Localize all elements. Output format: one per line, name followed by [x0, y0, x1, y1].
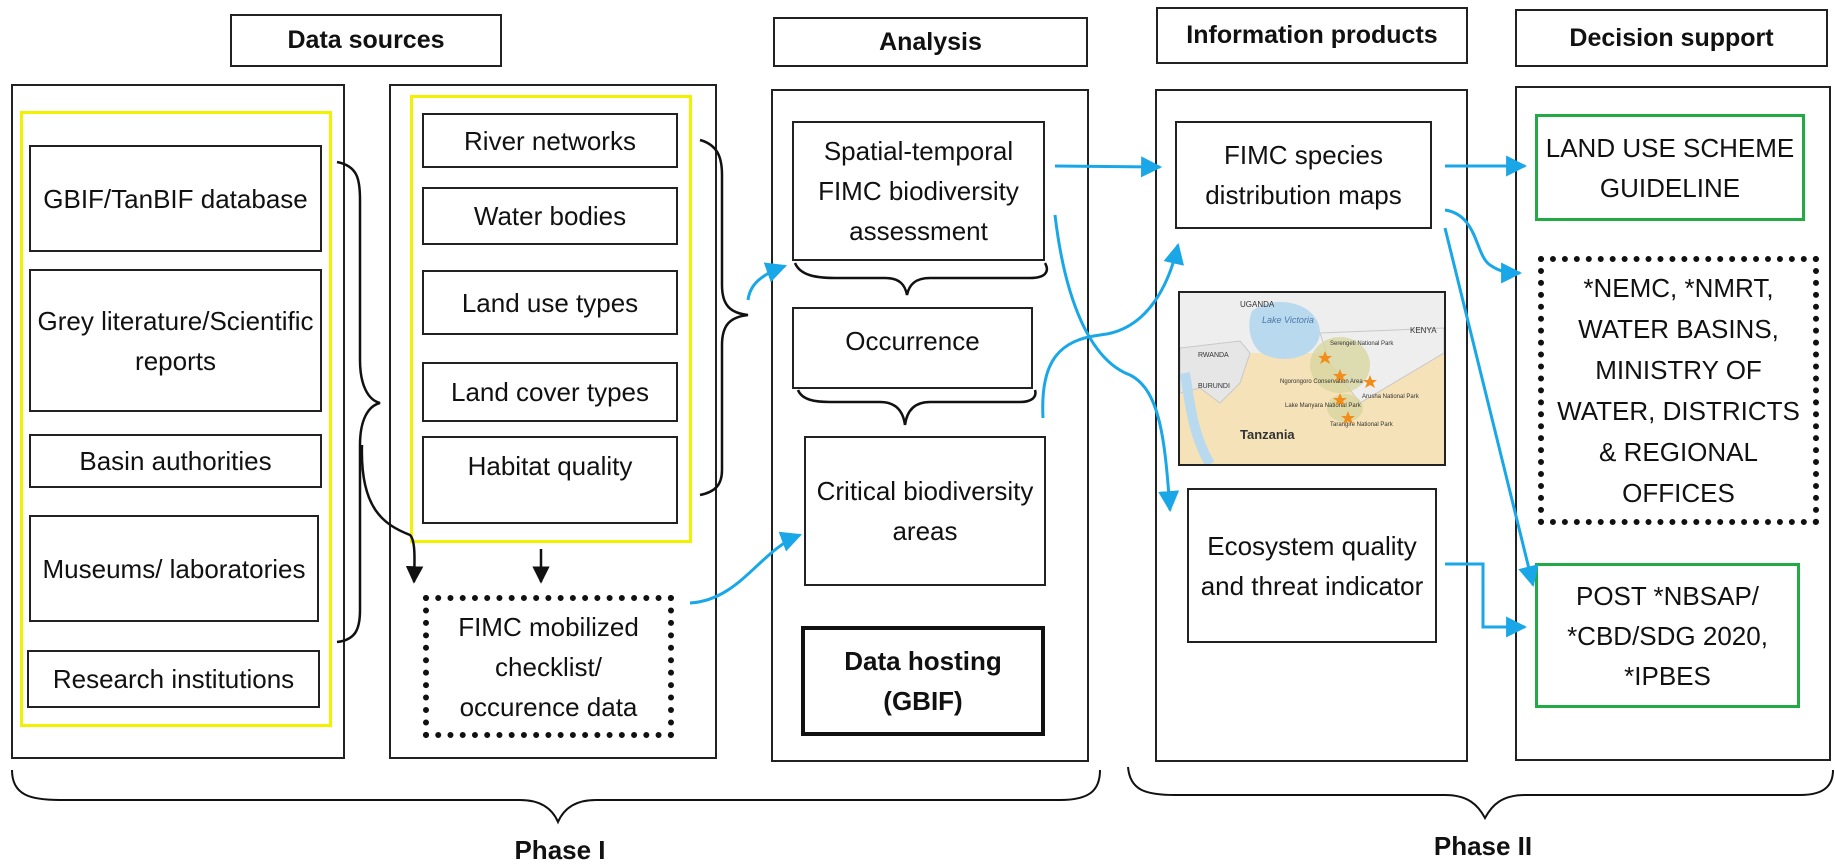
source-river-networks: River networks: [422, 113, 678, 168]
map-label-burundi: BURUNDI: [1198, 383, 1230, 390]
decision-land-use-guideline: LAND USE SCHEME GUIDELINE: [1535, 114, 1805, 221]
analysis-assessment: Spatial-temporal FIMC biodiversity asses…: [792, 121, 1045, 261]
header-data-sources: Data sources: [230, 14, 502, 67]
product-distribution-maps: FIMC species distribution maps: [1175, 121, 1432, 229]
source-land-use-types: Land use types: [422, 270, 678, 335]
map-label-uganda: UGANDA: [1240, 300, 1275, 309]
phase-two-brace: [1127, 766, 1834, 821]
map-label-tarangire: Tarangire National Park: [1330, 422, 1394, 428]
group-sources-right: [410, 95, 692, 543]
map-label-lake: Lake Victoria: [1262, 315, 1314, 325]
map-label-rwanda: RWANDA: [1198, 352, 1229, 359]
map-label-serengeti: Serengeti National Park: [1330, 341, 1394, 347]
source-museums-laboratories: Museums/ laboratories: [29, 515, 319, 622]
park-markers: [1318, 351, 1377, 424]
map-label-arusha: Arusha National Park: [1362, 394, 1420, 400]
decision-agencies: *NEMC, *NMRT, WATER BASINS, MINISTRY OF …: [1538, 256, 1819, 525]
marker-arusha: [1363, 375, 1377, 388]
map-label-tanzania: Tanzania: [1240, 427, 1295, 442]
marker-serengeti: [1318, 351, 1332, 364]
header-decision-support: Decision support: [1515, 9, 1828, 67]
product-ecosystem-indicator: Ecosystem quality and threat indicator: [1187, 488, 1437, 643]
source-basin-authorities: Basin authorities: [29, 434, 322, 488]
header-information-products: Information products: [1156, 7, 1468, 64]
source-grey-literature: Grey literature/Scientific reports: [29, 269, 322, 412]
marker-ngorongoro: [1333, 369, 1347, 382]
tanzania-map-graphic: Lake Victoria UGANDA KENYA RWANDA BURUND…: [1180, 293, 1444, 464]
analysis-data-hosting: Data hosting (GBIF): [801, 626, 1045, 736]
source-research-institutions: Research institutions: [27, 650, 320, 708]
source-gbif-tanbif: GBIF/TanBIF database: [29, 145, 322, 252]
analysis-occurrence: Occurrence: [792, 307, 1033, 389]
map-label-kenya: KENYA: [1410, 326, 1437, 335]
decision-post-nbsap: POST *NBSAP/ *CBD/SDG 2020, *IPBES: [1535, 563, 1800, 708]
mobilized-checklist: FIMC mobilized checklist/ occurence data: [423, 595, 674, 738]
phase-one-label: Phase I: [514, 835, 606, 865]
analysis-critical-areas: Critical biodiversity areas: [804, 436, 1046, 586]
phase-two-label: Phase II: [1433, 831, 1533, 861]
source-habitat-quality: Habitat quality: [422, 436, 678, 524]
phase-one-brace: [11, 769, 1101, 825]
source-water-bodies: Water bodies: [422, 187, 678, 245]
source-land-cover-types: Land cover types: [422, 362, 678, 422]
header-analysis: Analysis: [773, 17, 1088, 67]
marker-manyara: [1333, 393, 1347, 406]
map-label-ngorongoro: Ngorongoro Conservation Area: [1280, 379, 1363, 385]
map-label-manyara: Lake Manyara National Park: [1285, 403, 1362, 409]
marker-tarangire: [1341, 411, 1355, 424]
group-sources-left: [20, 111, 332, 727]
tanzania-map: Lake Victoria UGANDA KENYA RWANDA BURUND…: [1178, 291, 1446, 466]
